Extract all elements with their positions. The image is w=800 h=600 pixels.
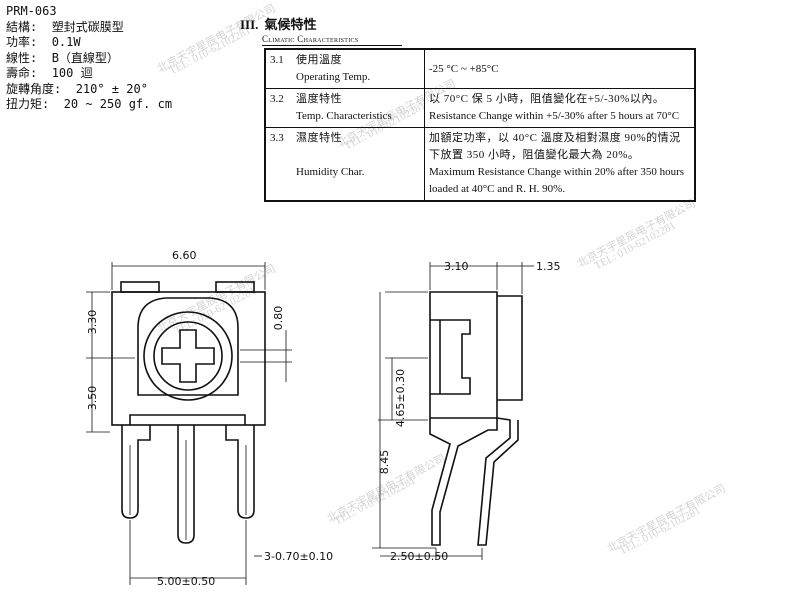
- side-rotor: [430, 319, 471, 395]
- table-row: 3.3 濕度特性 Humidity Char. 加額定功率，以 40°C 溫度及…: [264, 127, 696, 202]
- side-dimensions: [372, 262, 534, 560]
- front-ledge: [129, 414, 246, 425]
- row-name-en: Humidity Char.: [296, 166, 365, 178]
- climatic-subtitle: Climatic Characteristics: [262, 34, 359, 44]
- side-pin-rear: [477, 417, 519, 546]
- row-value-zh: 加額定功率，以 40°C 溫度及相對濕度 90%的情況下放置 350 小時，阻值…: [429, 132, 681, 161]
- spec-angle-label: 旋轉角度:: [6, 81, 62, 96]
- row-number: 3.2: [264, 88, 292, 128]
- spec-model: PRM-063: [6, 4, 57, 18]
- side-knob: [497, 295, 523, 401]
- row-value: 以 70°C 保 5 小時，阻值變化在+5/-30%以內。 Resistance…: [424, 88, 696, 128]
- table-row: 3.1 使用溫度 Operating Temp. -25 °C ~ +85°C: [264, 48, 696, 89]
- spec-angle: 旋轉角度: 210° ± 20°: [6, 82, 172, 98]
- spec-torque-value: 20 ~ 250 gf. cm: [63, 97, 173, 111]
- dim-pin-size: 3-0.70±0.10: [264, 550, 333, 563]
- spec-angle-value: 210° ± 20°: [75, 81, 148, 96]
- pin-left: [121, 425, 151, 519]
- front-dimensions: [86, 262, 292, 585]
- row-name-en: Temp. Characteristics: [296, 110, 392, 122]
- side-pin-bent: [429, 418, 498, 546]
- dim-side-total: 8.45: [378, 450, 391, 475]
- dim-height-lower: 3.50: [86, 386, 99, 411]
- row-number: 3.3: [264, 127, 292, 202]
- front-view: [111, 281, 266, 544]
- spec-power-value: 0.1W: [51, 35, 81, 49]
- row-value-en: -25 °C ~ +85°C: [429, 62, 499, 75]
- dim-shaft-slot: 0.80: [272, 306, 285, 331]
- spec-structure-value: 塑封式碳膜型: [51, 19, 124, 34]
- spec-list: PRM-063 結構: 塑封式碳膜型 功率: 0.1W 線性: B（直線型） 壽…: [6, 4, 172, 113]
- climatic-underline: [262, 45, 402, 46]
- spec-torque-label: 扭力矩:: [6, 97, 50, 111]
- spec-power: 功率: 0.1W: [6, 35, 172, 51]
- spec-curve-value: B（直線型）: [51, 50, 119, 65]
- row-value-en: Resistance Change within +5/-30% after 5…: [429, 110, 680, 122]
- row-name: 濕度特性 Humidity Char.: [292, 127, 425, 202]
- spec-structure: 結構: 塑封式碳膜型: [6, 20, 172, 36]
- climatic-table: 3.1 使用溫度 Operating Temp. -25 °C ~ +85°C …: [264, 48, 696, 202]
- spec-structure-label: 結構:: [6, 19, 38, 34]
- row-number: 3.1: [264, 48, 292, 89]
- rotor-outer: [143, 311, 233, 401]
- row-value-zh: 以 70°C 保 5 小時，阻值變化在+5/-30%以內。: [429, 93, 665, 105]
- row-name-zh: 濕度特性: [296, 132, 342, 144]
- cross-slot-icon: [161, 329, 215, 383]
- dim-side-pin-offset: 2.50±0.50: [390, 550, 448, 563]
- spec-life: 壽命: 100 迴: [6, 66, 172, 82]
- row-value: 加額定功率，以 40°C 溫度及相對濕度 90%的情況下放置 350 小時，阻值…: [424, 127, 696, 202]
- spec-curve: 線性: B（直線型）: [6, 51, 172, 67]
- spec-life-value: 100 迴: [51, 66, 93, 80]
- pin-center: [177, 425, 195, 544]
- row-name: 溫度特性 Temp. Characteristics: [292, 88, 425, 128]
- dim-side-flange: 1.35: [536, 260, 561, 273]
- climatic-roman: III.: [240, 17, 259, 32]
- dim-side-center: 4.65±0.30: [394, 369, 407, 427]
- spec-curve-label: 線性:: [6, 50, 38, 65]
- dim-width-top: 6.60: [172, 249, 197, 262]
- row-value: -25 °C ~ +85°C: [424, 48, 696, 89]
- rotor-housing: [137, 297, 239, 396]
- spec-power-label: 功率:: [6, 35, 38, 49]
- row-name: 使用溫度 Operating Temp.: [292, 48, 425, 89]
- dim-height-upper: 3.30: [86, 310, 99, 335]
- dim-side-depth: 3.10: [444, 260, 469, 273]
- dim-pin-pitch: 5.00±0.50: [157, 575, 215, 588]
- top-tab-right: [215, 281, 255, 293]
- side-view: [429, 291, 523, 546]
- row-name-zh: 溫度特性: [296, 93, 342, 105]
- top-tab-left: [120, 281, 160, 293]
- front-body: [111, 291, 266, 426]
- row-name-en: Operating Temp.: [296, 71, 371, 83]
- climatic-title-zh: 氣候特性: [264, 17, 317, 32]
- spec-life-label: 壽命:: [6, 66, 38, 80]
- rotor-ring: [153, 321, 223, 391]
- row-name-zh: 使用溫度: [296, 54, 342, 66]
- climatic-title: III. 氣候特性: [240, 14, 316, 33]
- row-value-en: Maximum Resistance Change within 20% aft…: [429, 166, 685, 195]
- spec-torque: 扭力矩: 20 ~ 250 gf. cm: [6, 97, 172, 113]
- pin-right: [225, 425, 255, 519]
- table-row: 3.2 溫度特性 Temp. Characteristics 以 70°C 保 …: [264, 88, 696, 128]
